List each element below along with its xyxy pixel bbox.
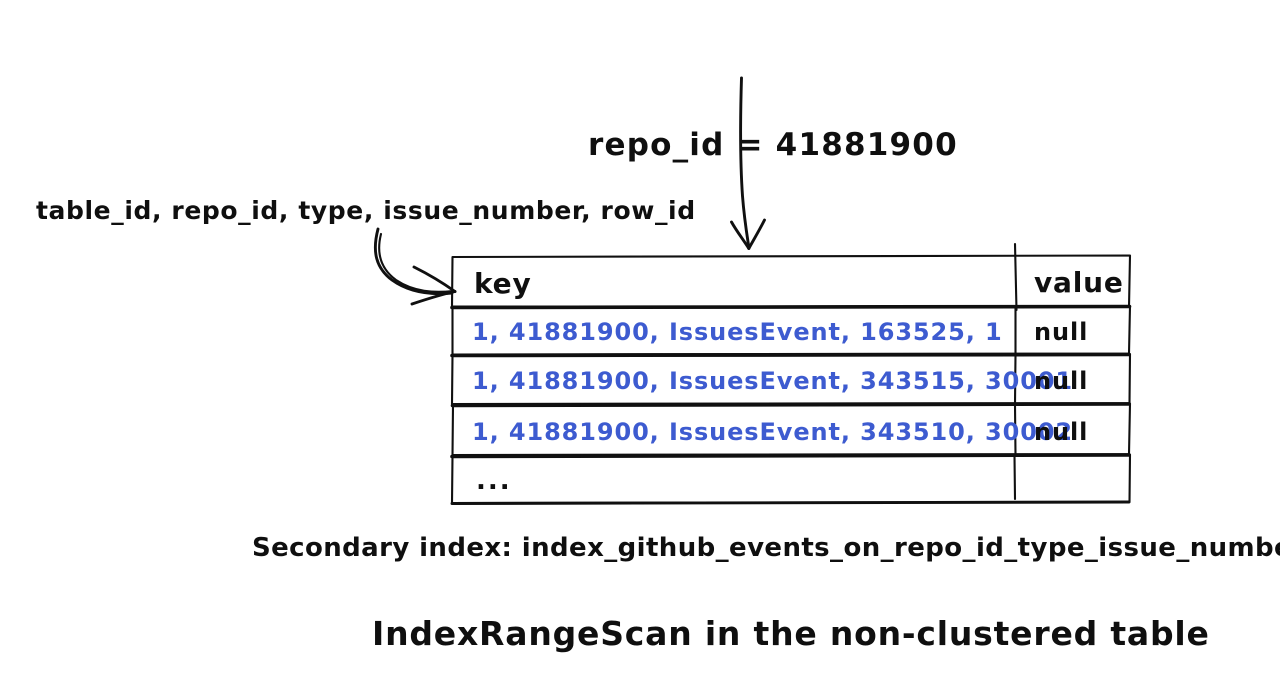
columns-label: table_id, repo_id, type, issue_number, r…	[36, 196, 696, 225]
table-header-key: key	[474, 267, 532, 300]
diagram-title: IndexRangeScan in the non-clustered tabl…	[372, 614, 1210, 653]
table-cell-key: ...	[476, 466, 512, 496]
table-header-row: key value	[450, 242, 1132, 312]
table-cell-value: null	[1034, 367, 1088, 395]
query-label: repo_id = 41881900	[588, 127, 958, 163]
table-header-value: value	[1034, 266, 1124, 299]
table-row: 1, 41881900, IssuesEvent, 343515, 30001 …	[450, 352, 1132, 406]
table-cell-key: 1, 41881900, IssuesEvent, 343510, 30002	[472, 418, 1073, 446]
table-row: 1, 41881900, IssuesEvent, 163525, 1 null	[450, 304, 1132, 356]
query-arrow-icon	[730, 76, 766, 250]
table-cell-key: 1, 41881900, IssuesEvent, 163525, 1	[472, 318, 1003, 346]
columns-arrow-icon	[373, 227, 457, 306]
table-caption: Secondary index: index_github_events_on_…	[252, 533, 1280, 563]
table-row: 1, 41881900, IssuesEvent, 343510, 30002 …	[450, 402, 1132, 457]
table-cell-key: 1, 41881900, IssuesEvent, 343515, 30001	[472, 367, 1073, 395]
table-cell-value: null	[1034, 318, 1088, 346]
table-row: ...	[450, 453, 1132, 505]
table-cell-value: null	[1034, 418, 1088, 446]
